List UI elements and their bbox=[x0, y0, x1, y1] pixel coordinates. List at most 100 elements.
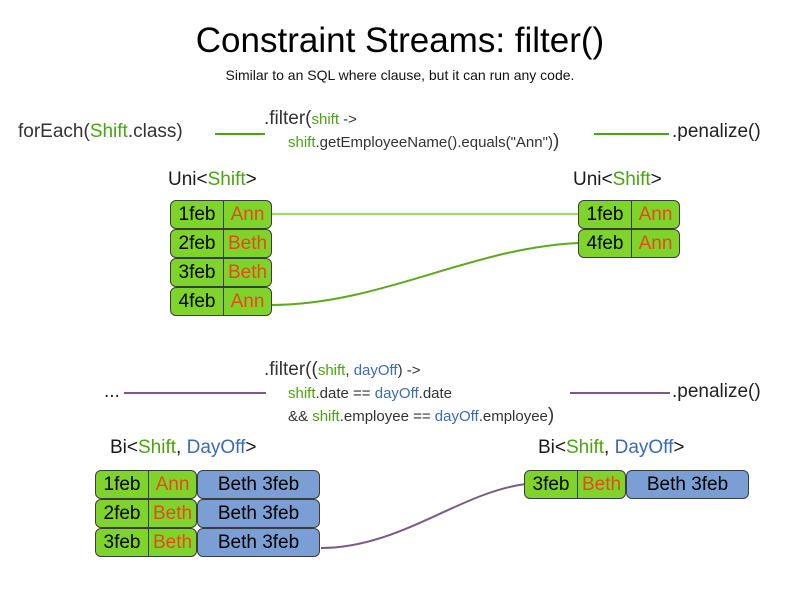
cell-name: Beth bbox=[577, 471, 625, 498]
shift-card[interactable]: 2feb Beth bbox=[95, 499, 197, 528]
cell-name: Beth bbox=[148, 529, 196, 556]
cell-dayoff: Beth 3feb bbox=[646, 474, 729, 495]
uni-filter-expression: .filter(shift -> shift.getEmployeeName()… bbox=[264, 108, 559, 154]
shift-card[interactable]: 4feb Ann bbox=[170, 287, 272, 316]
link-bi-3feb bbox=[320, 483, 527, 549]
cell-date: 2feb bbox=[178, 233, 216, 254]
table-row[interactable]: 1feb Ann Beth 3feb bbox=[95, 470, 320, 499]
bi-filter-line-1: .filter((shift, dayOff) -> bbox=[264, 359, 554, 382]
table-row[interactable]: 3feb Beth bbox=[170, 258, 272, 287]
uni-output-header-suffix: > bbox=[650, 169, 662, 190]
table-row[interactable]: 1feb Ann bbox=[170, 200, 272, 229]
uni-input-header-type: Shift bbox=[207, 169, 246, 190]
uni-filter-param: shift bbox=[311, 111, 340, 128]
bi-output-header: Bi<Shift, DayOff> bbox=[538, 436, 684, 460]
bi-filter-expression: .filter((shift, dayOff) -> shift.date ==… bbox=[264, 359, 554, 428]
uni-filter-open: .filter( bbox=[264, 108, 312, 129]
cell-dayoff: Beth 3feb bbox=[217, 474, 300, 495]
bi-filter-line-2: shift.date == dayOff.date bbox=[264, 382, 554, 405]
dayoff-card[interactable]: Beth 3feb bbox=[197, 499, 320, 528]
cell-date: 1feb bbox=[586, 204, 624, 225]
link-source-to-bifilter bbox=[124, 392, 266, 394]
table-row[interactable]: 3feb Beth Beth 3feb bbox=[524, 470, 749, 499]
table-row[interactable]: 2feb Beth Beth 3feb bbox=[95, 499, 320, 528]
uni-filter-close: ) bbox=[552, 131, 560, 152]
bi-filter-close: ) bbox=[547, 405, 555, 426]
cell-dayoff: Beth 3feb bbox=[217, 532, 300, 553]
link-foreach-to-filter bbox=[215, 133, 265, 135]
table-row[interactable]: 3feb Beth Beth 3feb bbox=[95, 528, 320, 557]
cell-name: Ann bbox=[148, 471, 196, 498]
bi-input-header-comma: , bbox=[176, 437, 187, 458]
bi-input-header-type1: Shift bbox=[138, 437, 177, 458]
uni-output-header-type: Shift bbox=[612, 169, 651, 190]
foreach-prefix: forEach( bbox=[18, 121, 90, 142]
table-row[interactable]: 2feb Beth bbox=[170, 229, 272, 258]
cell-name: Beth bbox=[223, 230, 271, 257]
cell-name: Ann bbox=[223, 288, 271, 315]
bi-output-header-comma: , bbox=[604, 437, 615, 458]
bi-filter-l3-shift: shift bbox=[312, 408, 340, 425]
cell-date: 2feb bbox=[103, 503, 141, 524]
cell-date: 1feb bbox=[103, 474, 141, 495]
page-title: Constraint Streams: filter() bbox=[195, 21, 605, 60]
bi-penalize-label: .penalize() bbox=[672, 381, 761, 402]
shift-card[interactable]: 4feb Ann bbox=[578, 229, 680, 258]
shift-card[interactable]: 3feb Beth bbox=[95, 528, 197, 557]
shift-card[interactable]: 3feb Beth bbox=[524, 470, 626, 499]
cell-name: Beth bbox=[223, 259, 271, 286]
bi-filter-param-shift: shift bbox=[317, 362, 346, 379]
bi-input-header-type2: DayOff bbox=[186, 437, 246, 458]
shift-card[interactable]: 1feb Ann bbox=[578, 200, 680, 229]
link-uni-4feb bbox=[270, 242, 579, 306]
dayoff-card[interactable]: Beth 3feb bbox=[626, 470, 749, 499]
uni-input-header-prefix: Uni< bbox=[168, 169, 208, 190]
cell-date: 3feb bbox=[532, 474, 570, 495]
uni-filter-line-2: shift.getEmployeeName().equals("Ann")) bbox=[264, 131, 559, 154]
table-row[interactable]: 4feb Ann bbox=[578, 229, 680, 258]
bi-filter-line-3: && shift.employee == dayOff.employee) bbox=[264, 405, 554, 428]
bi-output-header-prefix: Bi< bbox=[538, 437, 566, 458]
cell-name: Ann bbox=[631, 201, 679, 228]
foreach-type: Shift bbox=[89, 121, 128, 142]
table-row[interactable]: 4feb Ann bbox=[170, 287, 272, 316]
cell-name: Ann bbox=[631, 230, 679, 257]
bi-filter-l3-end: .employee bbox=[478, 408, 548, 425]
cell-date: 4feb bbox=[586, 233, 624, 254]
bi-filter-l3-mid: .employee == bbox=[339, 408, 435, 425]
uni-input-header: Uni<Shift> bbox=[168, 168, 257, 192]
dayoff-card[interactable]: Beth 3feb bbox=[197, 528, 320, 557]
shift-card[interactable]: 3feb Beth bbox=[170, 258, 272, 287]
cell-date: 1feb bbox=[178, 204, 216, 225]
cell-date: 3feb bbox=[103, 532, 141, 553]
bi-filter-arrow: ) -> bbox=[397, 362, 421, 379]
cell-date: 3feb bbox=[178, 262, 216, 283]
shift-card[interactable]: 2feb Beth bbox=[170, 229, 272, 258]
dayoff-card[interactable]: Beth 3feb bbox=[197, 470, 320, 499]
shift-card[interactable]: 1feb Ann bbox=[95, 470, 197, 499]
link-filter-to-penalize bbox=[594, 133, 669, 135]
link-bifilter-to-penalize bbox=[570, 392, 670, 394]
cell-dayoff: Beth 3feb bbox=[217, 503, 300, 524]
uni-filter-body: .getEmployeeName().equals("Ann") bbox=[315, 134, 553, 151]
table-row[interactable]: 1feb Ann bbox=[578, 200, 680, 229]
shift-card[interactable]: 1feb Ann bbox=[170, 200, 272, 229]
bi-filter-l2-mid: .date == bbox=[315, 385, 375, 402]
cell-name: Beth bbox=[148, 500, 196, 527]
bi-filter-open: .filter(( bbox=[264, 359, 318, 380]
foreach-expression: forEach(Shift.class) bbox=[18, 120, 183, 144]
bi-input-header: Bi<Shift, DayOff> bbox=[110, 436, 256, 460]
cell-name: Ann bbox=[223, 201, 271, 228]
bi-filter-param-dayoff: dayOff bbox=[353, 362, 398, 379]
bi-filter-l3-and: && bbox=[288, 408, 313, 425]
bi-output-header-type2: DayOff bbox=[614, 437, 674, 458]
bi-filter-param-comma: , bbox=[345, 362, 354, 379]
bi-source-ellipsis: ... bbox=[104, 381, 120, 402]
uni-filter-arrow: -> bbox=[339, 111, 357, 128]
uni-input-header-suffix: > bbox=[245, 169, 257, 190]
cell-date: 4feb bbox=[178, 291, 216, 312]
foreach-suffix: .class) bbox=[127, 121, 183, 142]
bi-filter-l2-end: .date bbox=[418, 385, 453, 402]
uni-output-header-prefix: Uni< bbox=[573, 169, 613, 190]
